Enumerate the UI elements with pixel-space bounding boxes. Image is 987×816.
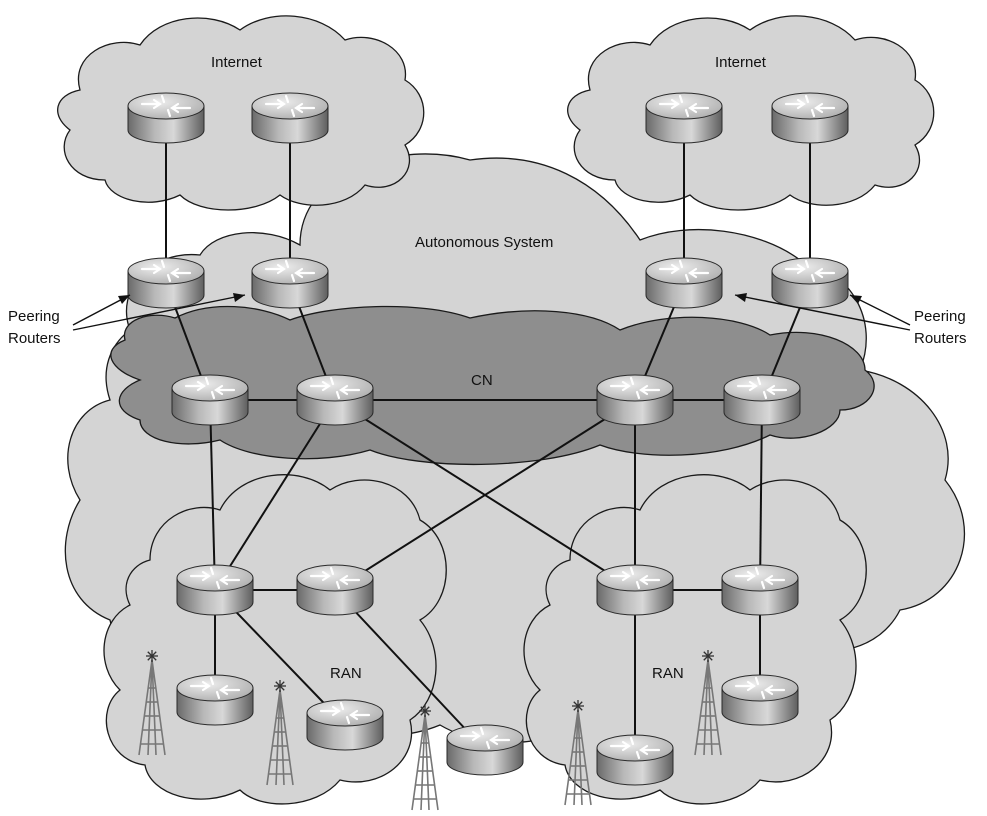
router-icon [596,564,674,616]
router-icon [251,257,329,309]
peering-routers-label-left-1: Peering [8,308,60,325]
router-icon [596,374,674,426]
link-cn-3-ran-l-2 [334,399,636,591]
router-icon [176,564,254,616]
link-cn-1-ran-l-1 [209,399,216,591]
routers-layer [127,92,849,786]
peering-routers-label-right-1: Peering [914,308,966,325]
cell-tower-icon [564,700,592,806]
router-icon [171,374,249,426]
autonomous-system-label: Autonomous System [415,234,553,251]
peering-routers-label-left-2: Routers [8,330,61,347]
peering-arrows-right [734,293,911,331]
router-icon [446,724,524,776]
router-icon [596,734,674,786]
router-icon [771,92,849,144]
router-icon [721,674,799,726]
router-icon [127,92,205,144]
router-icon [645,257,723,309]
router-icon [296,374,374,426]
router-icon [721,564,799,616]
router-icon [645,92,723,144]
link-ran-l-2-ran-m-1 [334,589,486,751]
cell-tower-icon [694,650,722,756]
core-network-label: CN [471,372,493,389]
peering-routers-label-right-2: Routers [914,330,967,347]
cell-tower-icon [411,705,439,811]
internet-label-right: Internet [715,54,767,71]
link-cn-2-ran-l-1 [214,399,336,591]
ran-label-right: RAN [652,665,684,682]
router-icon [251,92,329,144]
peering-arrows-left [72,293,246,331]
ran-label-left: RAN [330,665,362,682]
internet-cloud-right [567,15,935,211]
router-icon [306,699,384,751]
cell-tower-icon [138,650,166,756]
router-icon [127,257,205,309]
internet-label-left: Internet [211,54,263,71]
router-icon [296,564,374,616]
router-icon [176,674,254,726]
router-icon [723,374,801,426]
cell-tower-icon [266,680,294,786]
towers-layer [138,650,722,811]
link-cn-4-ran-r-2 [759,399,763,591]
core-network-cloud [110,305,875,466]
router-icon [771,257,849,309]
internet-cloud-left [57,15,425,211]
